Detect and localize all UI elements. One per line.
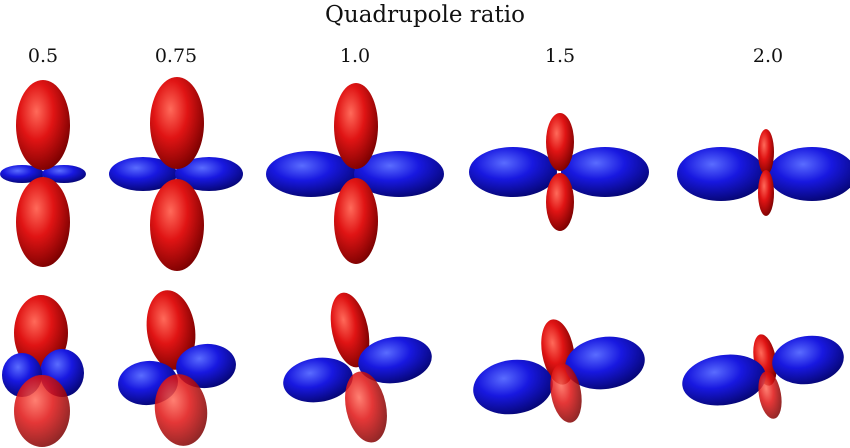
blue-lobe-left-persp-3 xyxy=(473,359,553,415)
ratio-label-2: 1.0 xyxy=(339,45,371,67)
blue-lobe-left-front-0 xyxy=(0,165,44,183)
red-lobe-top-front-4 xyxy=(758,129,774,175)
blue-lobe-right-front-4 xyxy=(768,147,850,201)
red-lobe-bottom-persp-3 xyxy=(550,363,582,423)
ratio-label-0: 0.5 xyxy=(27,45,59,67)
blue-lobe-right-front-3 xyxy=(561,147,649,197)
red-lobe-bottom-front-3 xyxy=(546,173,574,231)
red-lobe-top-front-1 xyxy=(150,77,204,169)
ratio-label-1: 0.75 xyxy=(154,45,198,67)
blue-lobe-left-persp-2 xyxy=(283,357,353,403)
red-lobe-bottom-front-0 xyxy=(16,177,70,267)
blue-lobe-right-front-2 xyxy=(354,151,444,197)
blue-lobe-left-front-4 xyxy=(677,147,765,201)
ratio-label-3: 1.5 xyxy=(544,45,576,67)
red-lobe-bottom-persp-4 xyxy=(758,371,782,419)
red-lobe-top-front-0 xyxy=(16,80,70,170)
blue-lobe-right-persp-4 xyxy=(772,335,844,385)
red-lobe-top-persp-1 xyxy=(146,290,196,370)
blue-lobe-right-persp-3 xyxy=(565,336,645,390)
red-lobe-bottom-front-4 xyxy=(758,170,774,216)
blue-lobe-right-front-0 xyxy=(42,165,86,183)
red-lobe-bottom-front-2 xyxy=(334,178,378,264)
blue-lobe-right-persp-2 xyxy=(358,336,432,384)
blue-lobe-left-front-2 xyxy=(266,151,356,197)
red-lobe-top-front-3 xyxy=(546,113,574,171)
red-lobe-bottom-persp-2 xyxy=(345,371,387,443)
red-lobe-top-front-2 xyxy=(334,83,378,169)
red-lobe-bottom-front-1 xyxy=(150,179,204,271)
blue-lobe-right-front-1 xyxy=(175,157,243,191)
red-lobe-bottom-persp-0 xyxy=(14,375,70,447)
red-lobe-top-persp-2 xyxy=(330,292,370,368)
blue-lobe-left-persp-4 xyxy=(682,354,766,406)
red-lobe-bottom-persp-1 xyxy=(154,374,208,446)
blue-lobe-right-persp-1 xyxy=(176,343,236,389)
blue-lobe-left-front-1 xyxy=(109,157,177,191)
ratio-label-4: 2.0 xyxy=(752,45,784,67)
blue-lobe-left-front-3 xyxy=(469,147,557,197)
figure-title: Quadrupole ratio xyxy=(325,2,525,28)
